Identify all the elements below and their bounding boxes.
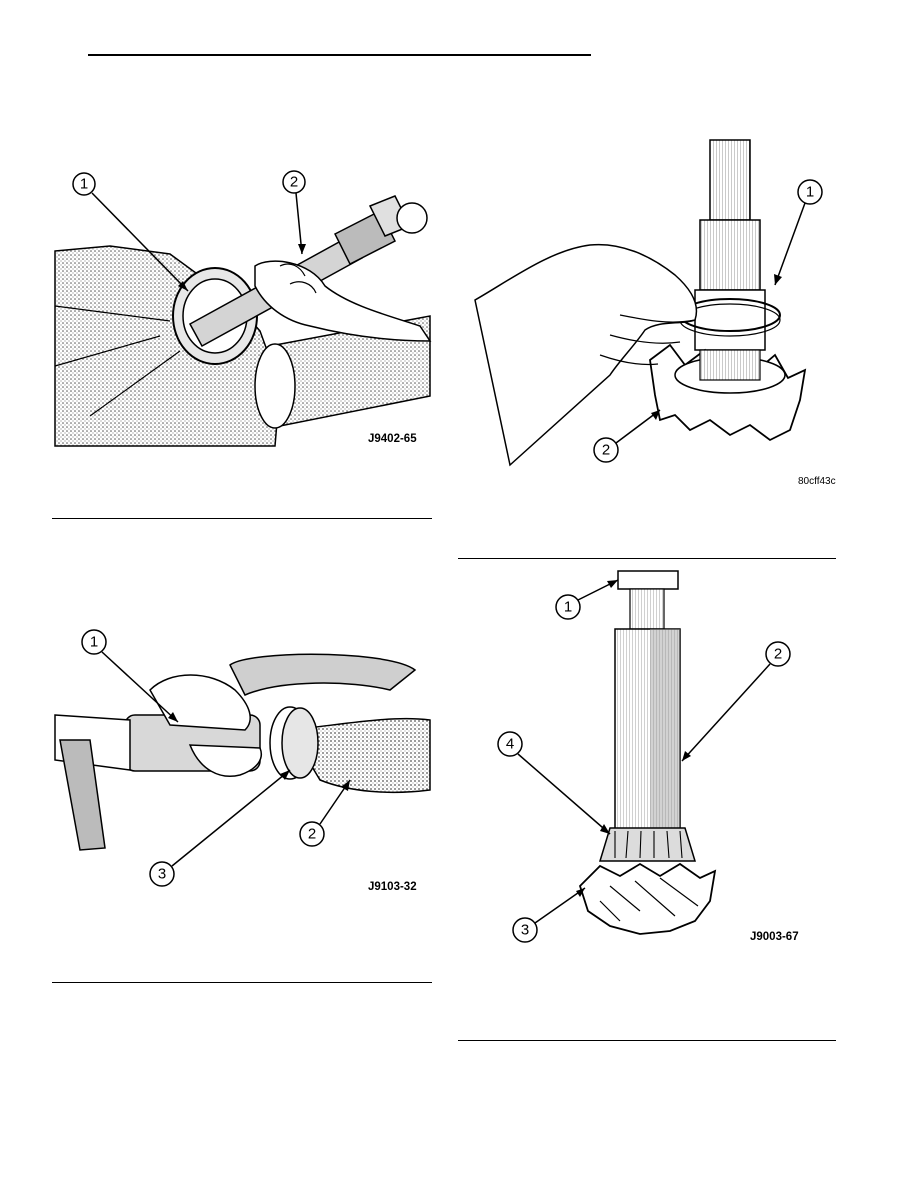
svg-text:2: 2: [602, 442, 610, 459]
figure-2-callout-2: 2: [594, 410, 660, 462]
figure-1-callout-2: 2: [283, 171, 306, 254]
figure-3-code: J9103-32: [368, 881, 417, 893]
svg-text:1: 1: [806, 184, 814, 201]
svg-text:3: 3: [158, 866, 166, 883]
figure-4-callout-3: 3: [513, 888, 585, 942]
figure-1-code: J9402-65: [368, 433, 417, 445]
figure-seal-installation: 1 2 J9402-65: [50, 166, 435, 456]
figure-3-callout-1: 1: [82, 630, 178, 722]
rule-right-2: [458, 1040, 836, 1041]
figure-pinion-bearing-installation: 1 2 3 4 J9003-67: [470, 566, 840, 952]
figure-4-callout-2: 2: [682, 642, 790, 761]
svg-text:4: 4: [506, 736, 514, 753]
figure-2-callout-1: 1: [774, 180, 822, 285]
figure-bearing-cup-installation: 1 2 3 J9103-32: [50, 620, 435, 900]
svg-text:3: 3: [521, 922, 529, 939]
svg-text:2: 2: [308, 826, 316, 843]
header-rule: [88, 54, 591, 56]
figure-4-callout-4: 4: [498, 732, 610, 834]
rule-left-1: [52, 518, 432, 519]
figure-3-illustration: 1 2 3 J9103-32: [50, 620, 435, 900]
svg-text:2: 2: [290, 174, 298, 191]
svg-text:1: 1: [564, 599, 572, 616]
figure-4-illustration: 1 2 3 4 J9003-67: [470, 566, 840, 952]
figure-4-callout-1: 1: [556, 580, 618, 619]
rule-right-1: [458, 558, 836, 559]
figure-3-callout-3: 3: [150, 770, 290, 886]
figure-2-illustration: 1 2 80cff43c: [470, 130, 840, 490]
svg-text:1: 1: [90, 634, 98, 651]
figure-3-callout-2: 2: [300, 780, 350, 846]
rule-left-2: [52, 982, 432, 983]
figure-1-illustration: 1 2 J9402-65: [50, 166, 435, 456]
svg-text:1: 1: [80, 176, 88, 193]
figure-4-code: J9003-67: [750, 931, 799, 943]
figure-2-code: 80cff43c: [798, 476, 836, 487]
svg-text:2: 2: [774, 646, 782, 663]
figure-pinion-shim: 1 2 80cff43c: [470, 130, 840, 490]
